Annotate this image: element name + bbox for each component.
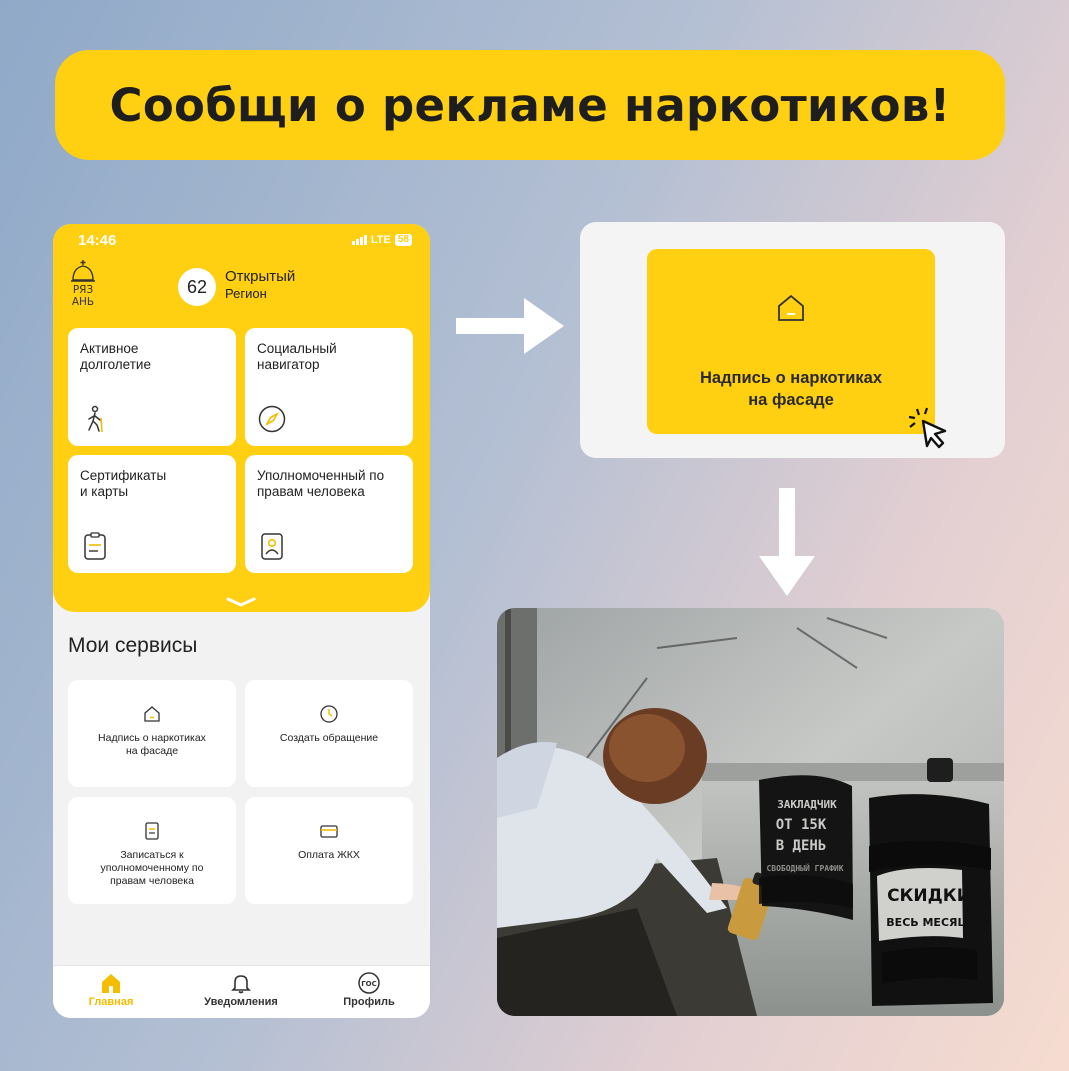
tile-social-navigator[interactable]: Социальный навигатор (245, 328, 413, 446)
region-code-badge[interactable]: 62 (178, 268, 216, 306)
graffiti-removal-photo: ЗАКЛАДЧИК ОТ 15К В ДЕНЬ СВОБОДНЫЙ ГРАФИК… (497, 608, 1004, 1016)
gos-profile-icon: ГОС (358, 972, 380, 994)
logo-text-line1: РЯЗ (73, 284, 94, 296)
card-icon (320, 825, 338, 838)
zoomed-service-drug-graffiti[interactable]: Надпись о наркотиках на фасаде (647, 249, 935, 434)
tile-active-longevity[interactable]: Активное долголетие (68, 328, 236, 446)
compass-icon (258, 405, 286, 433)
tab-profile[interactable]: ГОС Профиль (314, 972, 424, 1008)
stencil-left-line2: ОТ 15К (776, 817, 827, 833)
gos-badge-text: ГОС (361, 980, 377, 988)
status-bar: 14:46 LTE 58 (78, 230, 412, 250)
house-icon (778, 294, 804, 321)
signal-icon (351, 235, 367, 245)
arrow-right-icon (456, 298, 564, 354)
tab-notifications[interactable]: Уведомления (186, 972, 296, 1008)
house-icon (144, 706, 160, 722)
stencil-left-line1: ЗАКЛАДЧИК (777, 798, 837, 811)
service-create-appeal[interactable]: Создать обращение (245, 680, 413, 787)
region-name-line1: Открытый (225, 268, 296, 285)
network-type: LTE (370, 234, 391, 246)
tab-home[interactable]: Главная (56, 972, 166, 1008)
logo-text-line2: АНЬ (72, 296, 94, 308)
headline-banner: Сообщи о рекламе наркотиков! (55, 50, 1005, 160)
clock-icon (320, 705, 338, 723)
stencil-right-line1: СКИДКИ (887, 886, 971, 906)
my-services-title: Мои сервисы (68, 634, 198, 657)
bottom-tab-bar: Главная Уведомления ГОС Профиль (53, 965, 430, 1018)
click-cursor-icon (908, 407, 947, 449)
status-time: 14:46 (78, 231, 117, 249)
arrow-down-icon (759, 488, 815, 596)
zoomed-service-label: Надпись о наркотиках на фасаде (699, 369, 882, 409)
headline-title: Сообщи о рекламе наркотиков! (109, 78, 951, 132)
home-icon (102, 974, 120, 993)
document-icon (145, 822, 159, 840)
region-name[interactable]: Открытый Регион (225, 268, 295, 302)
battery-icon: 58 (394, 234, 412, 246)
service-ombudsman-appointment[interactable]: Записаться к уполномоченному по правам ч… (68, 797, 236, 904)
stencil-left-line3: В ДЕНЬ (776, 838, 827, 854)
tile-certificates[interactable]: Сертификаты и карты (68, 455, 236, 573)
service-utility-payment[interactable]: Оплата ЖКХ (245, 797, 413, 904)
stencil-right-line2: ВЕСЬ МЕСЯЦ (886, 916, 967, 929)
tile-ombudsman[interactable]: Уполномоченный по правам человека (245, 455, 413, 573)
walking-person-icon (88, 405, 103, 433)
clipboard-icon (84, 532, 106, 560)
bell-icon (231, 975, 251, 994)
region-name-line2: Регион (225, 286, 267, 301)
zoomed-service-panel: Надпись о наркотиках на фасаде (580, 222, 1005, 458)
phone-screen: 14:46 LTE 58 РЯЗ АНЬ 62 Открытый Регион … (53, 224, 430, 1018)
stencil-left-line4: СВОБОДНЫЙ ГРАФИК (766, 862, 843, 873)
chevron-down-icon[interactable] (226, 596, 256, 608)
service-drug-graffiti[interactable]: Надпись о наркотиках на фасаде (68, 680, 236, 787)
photo-scene: ЗАКЛАДЧИК ОТ 15К В ДЕНЬ СВОБОДНЫЙ ГРАФИК… (497, 608, 1004, 1016)
person-card-icon (261, 533, 283, 560)
ryazan-logo-icon[interactable]: РЯЗ АНЬ (67, 258, 99, 310)
